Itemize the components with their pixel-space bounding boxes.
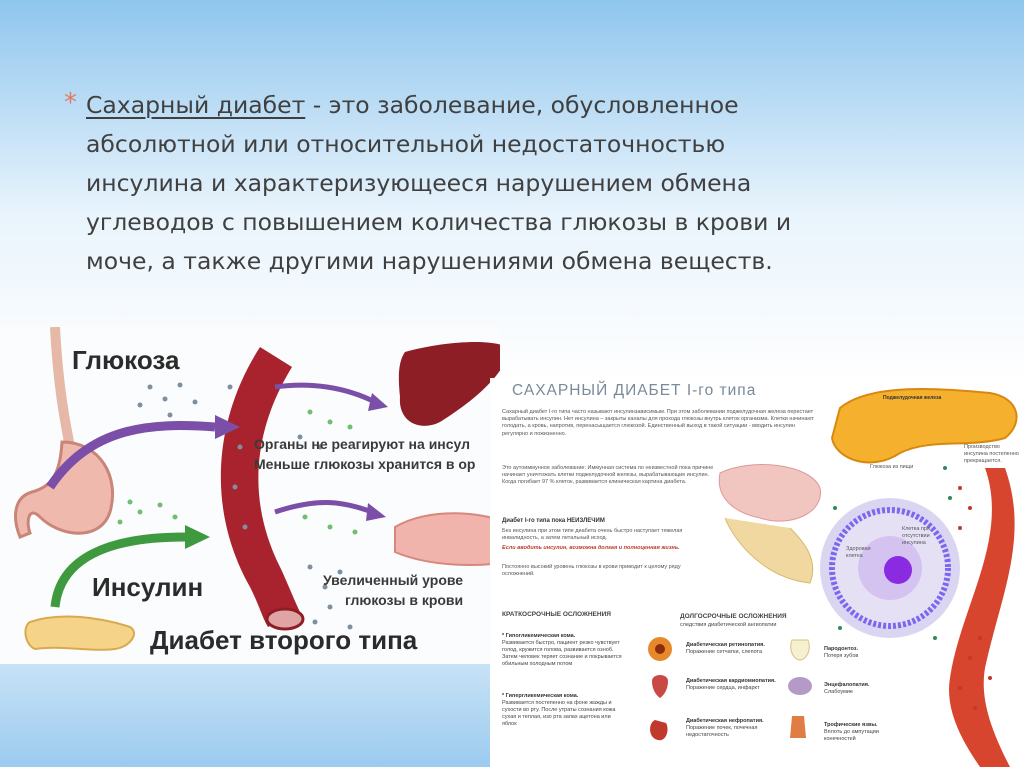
type2-diabetes-figure: Глюкоза Органы не реагируют на инсул Мен…: [0, 327, 500, 664]
bullet-star: *: [64, 88, 77, 118]
kidney-icon: [650, 720, 668, 741]
stomach-shape: [14, 440, 115, 539]
esophagus-shape: [50, 327, 75, 448]
vessel-right-shape: [949, 468, 1015, 767]
production-label: Производство инсулина постепенно прекращ…: [964, 444, 1019, 465]
type1-incurable-text: Без инсулина при этом типе диабета очень…: [502, 528, 683, 542]
pancreas-top-shape: [830, 387, 1018, 464]
type1-incurable-title: Диабет I-го типа пока НЕИЗЛЕЧИМ: [502, 518, 605, 524]
type1-constant-note: Постоянно высокий уровень глюкозы в кров…: [502, 564, 681, 578]
pancreas-label: Поджелудочная железа: [883, 395, 942, 401]
short-item-1-text: Развивается быстро, пациент резко чувств…: [502, 640, 622, 667]
type2-title: Диабет второго типа: [150, 625, 418, 655]
cell-label-2: Здоровая клетка: [846, 546, 871, 560]
organs-line-2: Меньше глюкозы хранится в ор: [254, 456, 476, 472]
type1-diabetes-figure: САХАРНЫЙ ДИАБЕТ I-го типа Сахарный диабе…: [490, 378, 1024, 767]
definition-term: Сахарный диабет: [86, 91, 306, 119]
long-item-retinopathy: Диабетическая ретинопатия. Поражение сет…: [686, 642, 786, 656]
brain-icon: [788, 677, 812, 695]
type1-intro: Сахарный диабет I-го типа часто называют…: [502, 409, 814, 437]
muscle-shape: [394, 512, 500, 566]
long-item-cardiomyopathy: Диабетическая кардиомиопатия. Поражение …: [686, 678, 786, 692]
glucose-label: Глюкоза: [72, 345, 180, 375]
long-item-5-name: Энцефалопатия.: [824, 682, 870, 688]
stomach-small-shape: [718, 464, 821, 522]
long-item-3-text: Поражение почек, почечная недостаточност…: [686, 725, 758, 738]
type1-insulin-note: Если вводить инсулин, возможна долгая и …: [502, 545, 680, 551]
short-item-2-name: * Гипергликемическая кома.: [502, 693, 579, 699]
short-item-1: * Гипогликемическая кома. Развивается бы…: [502, 633, 622, 668]
definition-line-3: инсулина и характеризующееся нарушением …: [86, 169, 752, 197]
short-item-2: * Гипергликемическая кома. Развивается п…: [502, 693, 622, 728]
liver-shape: [398, 342, 500, 426]
tooth-icon: [790, 639, 810, 661]
definition-line-1: - это заболевание, обусловленное: [305, 91, 739, 119]
long-item-1-name: Диабетическая ретинопатия.: [686, 642, 765, 648]
long-item-4-name: Пародонтоз.: [824, 646, 859, 652]
pancreas-shape: [24, 615, 135, 651]
short-complications-title: КРАТКОСРОЧНЫЕ ОСЛОЖНЕНИЯ: [502, 611, 611, 618]
arrow-insulin: [50, 532, 186, 608]
long-item-3-name: Диабетическая нефропатия.: [686, 718, 764, 724]
long-item-ulcers: Трофические язвы. Вплоть до ампутации ко…: [824, 722, 904, 743]
type1-illustration: [648, 387, 1018, 767]
long-item-periodontitis: Пародонтоз. Потеря зубов: [824, 646, 904, 660]
arrow-to-muscle: [274, 500, 373, 515]
definition-paragraph: Сахарный диабет - это заболевание, обусл…: [64, 86, 964, 281]
short-item-1-name: * Гипогликемическая кома.: [502, 633, 576, 639]
elevated-line-1: Увеличенный урове: [323, 572, 464, 588]
long-complications-subtitle: следствия диабетической ангиопатии: [680, 622, 777, 628]
type1-autoimmune: Это аутоиммунное заболевание: Иммунная с…: [502, 465, 714, 486]
long-item-6-name: Трофические язвы.: [824, 722, 878, 728]
organs-line-1: Органы не реагируют на инсул: [254, 436, 471, 452]
intestine-shape: [724, 517, 814, 584]
definition-line-5: моче, а также другими нарушениями обмена…: [86, 247, 773, 275]
glucose-dots: [137, 382, 353, 630]
long-item-1-text: Поражение сетчатки, слепота: [686, 649, 763, 655]
long-item-2-name: Диабетическая кардиомиопатия.: [686, 678, 776, 684]
cell-nucleus: [884, 556, 912, 584]
type1-title: САХАРНЫЙ ДИАБЕТ I-го типа: [512, 382, 757, 399]
definition-line-2: абсолютной или относительной недостаточн…: [86, 130, 726, 158]
definition-line-4: углеводов с повышением количества глюкоз…: [86, 208, 792, 236]
long-item-encephalopathy: Энцефалопатия. Слабоумие: [824, 682, 904, 696]
long-item-2-text: Поражение сердца, инфаркт: [686, 685, 760, 691]
type2-illustration: [14, 327, 500, 651]
short-item-2-text: Развивается постепенно на фоне жажды и с…: [502, 700, 616, 727]
green-dots: [833, 466, 952, 640]
long-item-5-text: Слабоумие: [824, 689, 853, 695]
definition-text: * Сахарный диабет - это заболевание, обу…: [64, 86, 964, 281]
cell-label-1: Клетка при отсутствии инсулина: [902, 526, 931, 547]
long-item-4-text: Потеря зубов: [824, 653, 859, 659]
blood-vessel-shape: [220, 347, 300, 627]
long-item-nephropathy: Диабетическая нефропатия. Поражение поче…: [686, 718, 786, 739]
vessel-opening: [265, 607, 305, 631]
long-item-6-text: Вплоть до ампутации конечностей: [824, 729, 879, 742]
blood-dots: [958, 486, 992, 710]
long-complications-title: ДОЛГОСРОЧНЫЕ ОСЛОЖНЕНИЯ: [680, 613, 787, 620]
heart-icon: [652, 675, 668, 698]
elevated-line-2: глюкозы в крови: [345, 592, 464, 608]
glucose-food-label: Глюкоза из пищи: [870, 464, 914, 470]
foot-icon: [790, 716, 806, 738]
insulin-dots: [117, 409, 358, 535]
arrow-stomach-to-vessel: [46, 421, 216, 490]
insulin-label: Инсулин: [92, 572, 204, 602]
arrow-to-liver: [274, 382, 377, 405]
